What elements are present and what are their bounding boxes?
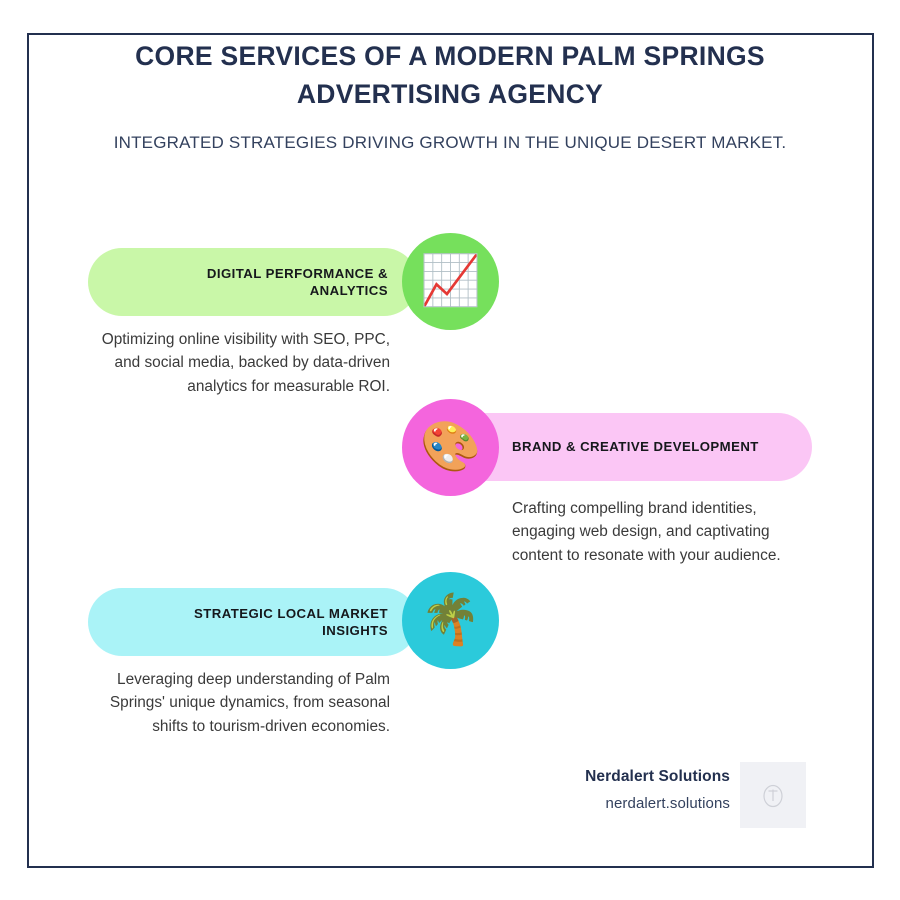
service-label: STRATEGIC LOCAL MARKET INSIGHTS bbox=[193, 605, 388, 638]
service-icon-glyph: 🎨 bbox=[419, 420, 481, 474]
palm-tree-icon: 🌴 bbox=[402, 572, 499, 669]
service-description: Optimizing online visibility with SEO, P… bbox=[101, 331, 390, 395]
brand-name: Nerdalert Solutions bbox=[585, 768, 730, 785]
logo-placeholder-box bbox=[740, 762, 806, 828]
service-label-pill: DIGITAL PERFORMANCE & ANALYTICS bbox=[88, 248, 418, 316]
page-title: CORE SERVICES OF A MODERN PALM SPRINGS A… bbox=[135, 41, 765, 109]
service-icon-glyph: 📈 bbox=[419, 254, 481, 308]
artist-palette-icon: 🎨 bbox=[402, 399, 499, 496]
chart-increasing-icon: 📈 bbox=[402, 233, 499, 330]
footer-branding: Nerdalert Solutions nerdalert.solutions bbox=[540, 762, 840, 842]
logo-placeholder-icon bbox=[763, 784, 783, 808]
brand-website: nerdalert.solutions bbox=[605, 795, 730, 812]
service-label-pill: BRAND & CREATIVE DEVELOPMENT bbox=[450, 413, 812, 481]
poster-header: CORE SERVICES OF A MODERN PALM SPRINGS A… bbox=[0, 38, 900, 155]
service-label: BRAND & CREATIVE DEVELOPMENT bbox=[512, 439, 759, 455]
service-label-pill: STRATEGIC LOCAL MARKET INSIGHTS bbox=[88, 588, 418, 656]
service-description: Crafting compelling brand identities, en… bbox=[512, 500, 781, 564]
brand-text-group: Nerdalert Solutions nerdalert.solutions bbox=[585, 768, 730, 812]
page-subtitle: INTEGRATED STRATEGIES DRIVING GROWTH IN … bbox=[113, 133, 787, 153]
service-icon-glyph: 🌴 bbox=[419, 593, 481, 647]
service-description: Leveraging deep understanding of Palm Sp… bbox=[109, 671, 390, 735]
service-label: DIGITAL PERFORMANCE & ANALYTICS bbox=[206, 265, 388, 298]
